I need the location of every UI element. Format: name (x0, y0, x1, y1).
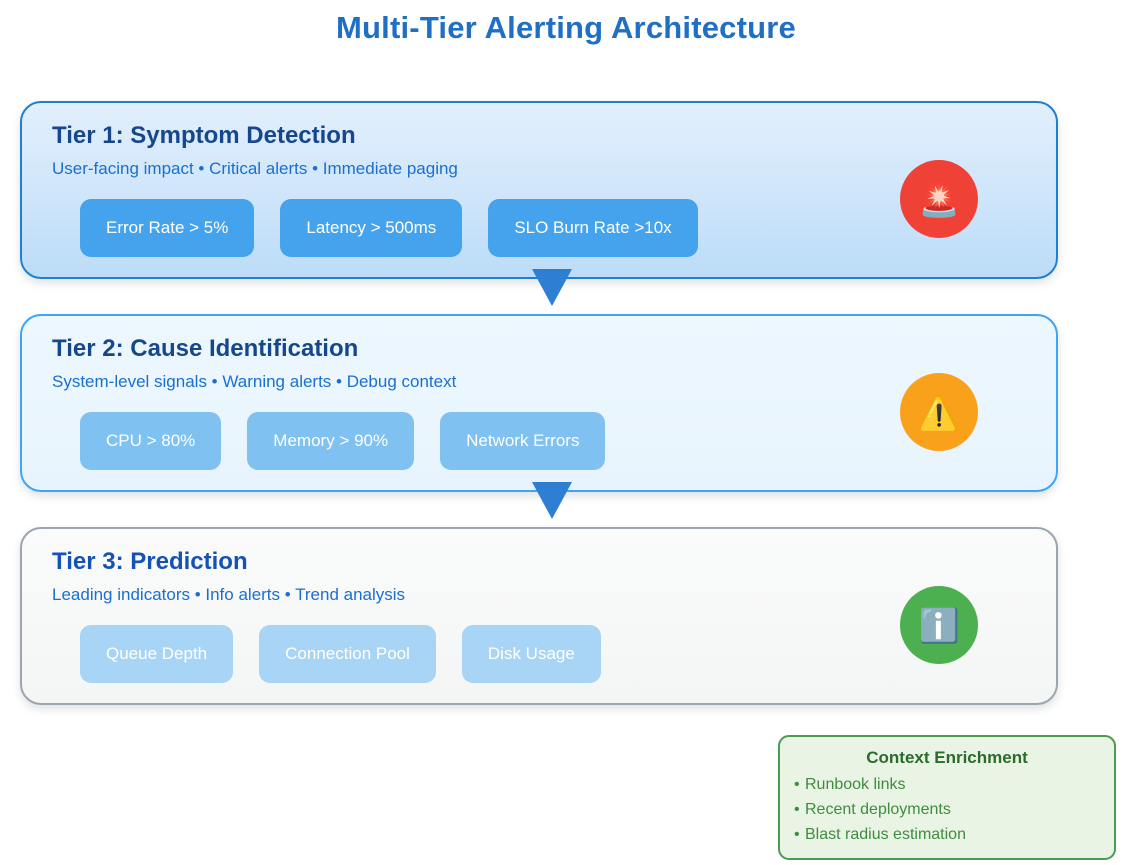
information-icon: ℹ️ (900, 586, 978, 664)
tier-2-chip-row: CPU > 80% Memory > 90% Network Errors (80, 412, 606, 470)
tier-panel-1[interactable]: Tier 1: Symptom Detection User-facing im… (20, 101, 1058, 279)
tier-panel-2[interactable]: Tier 2: Cause Identification System-leve… (20, 314, 1058, 492)
tier-1-chip-error-rate[interactable]: Error Rate > 5% (80, 199, 255, 257)
tier-panel-3[interactable]: Tier 3: Prediction Leading indicators • … (20, 527, 1058, 705)
siren-icon: 🚨 (900, 160, 978, 238)
tier-1-chip-slo-burn-rate[interactable]: SLO Burn Rate >10x (488, 199, 698, 257)
tier-3-subtitle: Leading indicators • Info alerts • Trend… (52, 585, 406, 604)
down-arrow-icon (532, 482, 572, 519)
down-arrow-icon (532, 269, 572, 306)
context-enrichment-list: Runbook links Recent deployments Blast r… (794, 772, 1100, 847)
context-enrichment-box: Context Enrichment Runbook links Recent … (778, 735, 1116, 860)
tier-3-chip-disk-usage[interactable]: Disk Usage (461, 625, 601, 683)
tier-2-chip-network-errors[interactable]: Network Errors (440, 412, 606, 470)
tier-3-chip-queue-depth[interactable]: Queue Depth (80, 625, 234, 683)
context-item-blast-radius: Blast radius estimation (794, 822, 1100, 847)
tier-1-title: Tier 1: Symptom Detection (52, 122, 356, 149)
context-item-runbook-links: Runbook links (794, 772, 1100, 797)
tier-3-chip-connection-pool[interactable]: Connection Pool (259, 625, 436, 683)
tier-2-chip-memory[interactable]: Memory > 90% (247, 412, 415, 470)
tier-1-subtitle: User-facing impact • Critical alerts • I… (52, 159, 458, 178)
warning-triangle-icon: ⚠️ (900, 373, 978, 451)
tier-2-subtitle: System-level signals • Warning alerts • … (52, 372, 457, 391)
tier-1-chip-latency[interactable]: Latency > 500ms (280, 199, 463, 257)
context-item-recent-deployments: Recent deployments (794, 797, 1100, 822)
tier-2-chip-cpu[interactable]: CPU > 80% (80, 412, 222, 470)
tier-3-chip-row: Queue Depth Connection Pool Disk Usage (80, 625, 601, 683)
context-enrichment-title: Context Enrichment (866, 748, 1028, 767)
tier-1-chip-row: Error Rate > 5% Latency > 500ms SLO Burn… (80, 199, 698, 257)
tier-3-title: Tier 3: Prediction (52, 548, 248, 575)
tier-2-title: Tier 2: Cause Identification (52, 335, 359, 362)
page-title: Multi-Tier Alerting Architecture (336, 10, 796, 45)
